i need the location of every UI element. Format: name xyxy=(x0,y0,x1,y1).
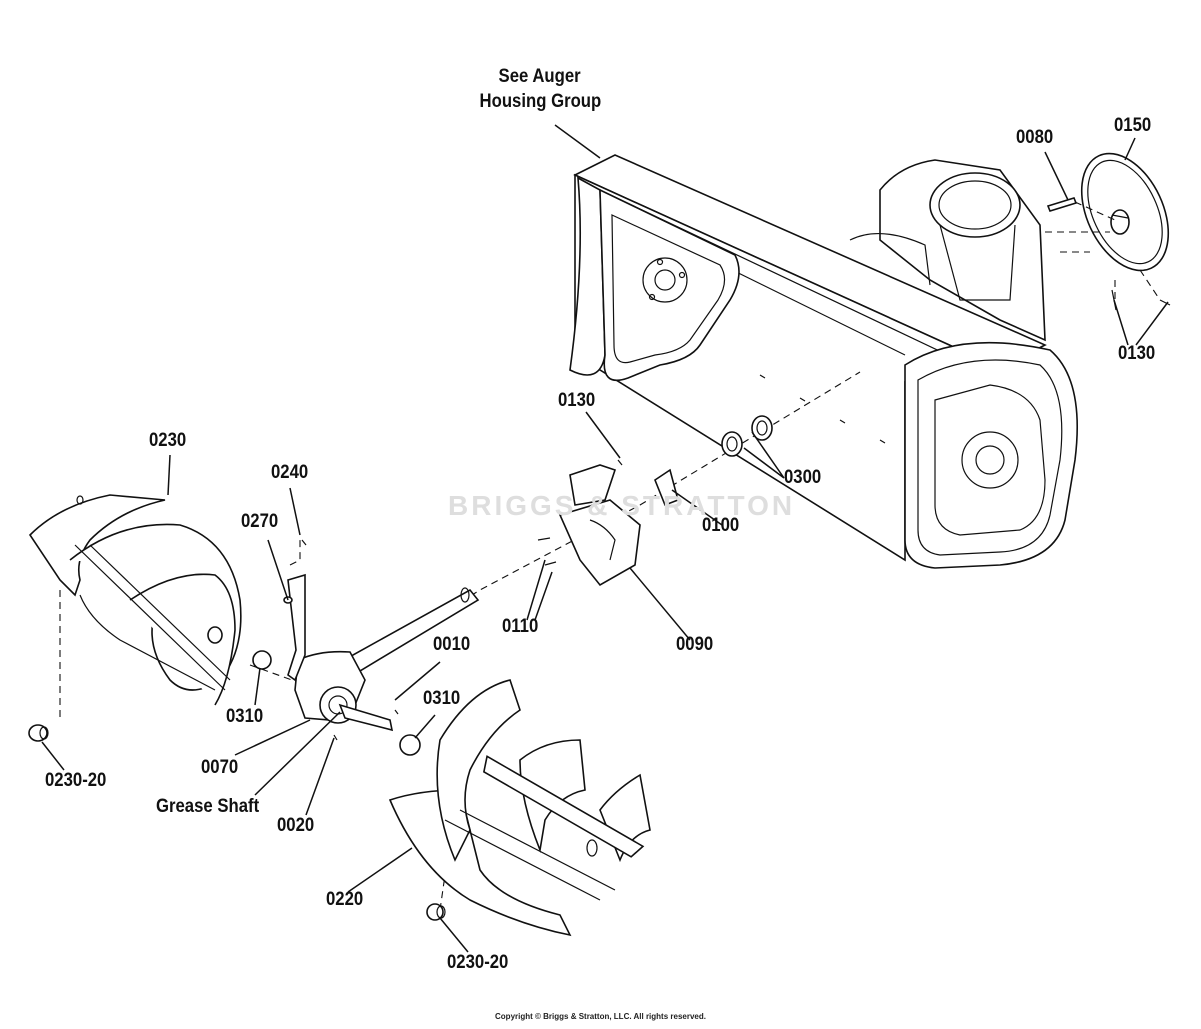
callout-0130-mid: 0130 xyxy=(558,390,596,411)
copyright-notice: Copyright © Briggs & Stratton, LLC. All … xyxy=(495,1012,706,1021)
callout-0230-20-bottom: 0230-20 xyxy=(447,952,509,973)
right-auger-0220 xyxy=(388,679,651,937)
callout-0270: 0270 xyxy=(241,511,279,532)
left-auger-0230 xyxy=(28,494,242,742)
auger-shaft-gearbox xyxy=(252,539,480,756)
callout-0110: 0110 xyxy=(502,616,539,637)
callout-0070: 0070 xyxy=(201,757,239,778)
callout-see-auger-line2: Housing Group xyxy=(479,91,602,112)
callout-0310-left: 0310 xyxy=(226,706,264,727)
callout-0150: 0150 xyxy=(1114,115,1152,136)
callout-0080: 0080 xyxy=(1016,127,1054,148)
callout-0020: 0020 xyxy=(277,815,315,836)
callout-0100: 0100 xyxy=(702,515,740,536)
callout-0090: 0090 xyxy=(676,634,714,655)
callout-0230-20-left: 0230-20 xyxy=(45,770,107,791)
callout-grease-shaft: Grease Shaft xyxy=(156,796,260,817)
callout-0010: 0010 xyxy=(433,634,471,655)
callout-0300: 0300 xyxy=(784,467,822,488)
callout-0220: 0220 xyxy=(326,889,364,910)
callout-0240: 0240 xyxy=(271,462,309,483)
callout-0310-right: 0310 xyxy=(423,688,461,709)
callout-see-auger-line1: See Auger xyxy=(498,66,581,87)
pulley-0150 xyxy=(1046,152,1171,311)
leader-lines xyxy=(41,124,1169,953)
auger-housing xyxy=(569,154,1078,569)
callout-0230: 0230 xyxy=(149,430,187,451)
callout-0130-right: 0130 xyxy=(1118,343,1156,364)
watermark-text: BRIGGS & STRATTON xyxy=(448,490,796,521)
bearing-bracket-0090 xyxy=(537,415,773,587)
